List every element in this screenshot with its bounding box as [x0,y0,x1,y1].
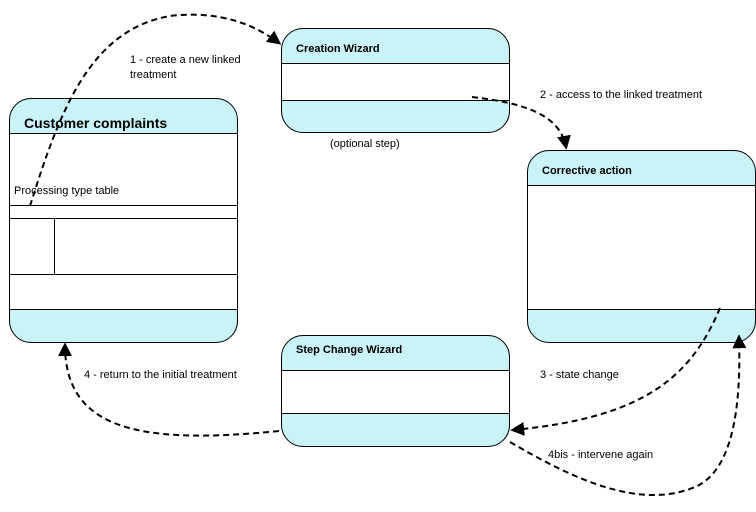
creation-wizard-box: Creation Wizard [281,28,510,133]
step1-label-line2: treatment [130,69,177,81]
processing-type-table-label: Processing type table [14,185,120,197]
corrective-action-title: Corrective action [542,165,632,177]
processing-type-table [10,205,237,275]
arrow-4bis-intervene-again [509,334,747,496]
step4-label: 4 - return to the initial treatment [84,369,237,381]
optional-step-label: (optional step) [330,138,400,150]
corrective-action-box: Corrective action [527,150,756,343]
arrow-3-state-change [510,307,721,436]
creation-wizard-title: Creation Wizard [296,43,380,55]
arrow-2-access-linked [471,96,571,150]
step-change-wizard-title: Step Change Wizard [296,344,403,356]
customer-complaints-body: Processing type table [10,133,237,310]
step1-label-line1: 1 - create a new linked [130,54,241,66]
arrow-4-return-initial [58,342,280,437]
table-header-row-divider [10,218,237,219]
customer-complaints-box: Customer complaints Processing type tabl… [9,98,238,343]
step-change-wizard-body [282,370,509,414]
corrective-action-body [528,185,755,310]
step2-label: 2 - access to the linked treatment [540,89,703,101]
step-change-wizard-box: Step Change Wizard [281,335,510,447]
step3-label: 3 - state change [540,369,619,381]
creation-wizard-body [282,63,509,101]
table-column-divider [54,218,55,274]
step4bis-label: 4bis - intervene again [548,449,654,461]
arrow-1-create-linked [29,13,282,207]
customer-complaints-title: Customer complaints [24,115,168,131]
